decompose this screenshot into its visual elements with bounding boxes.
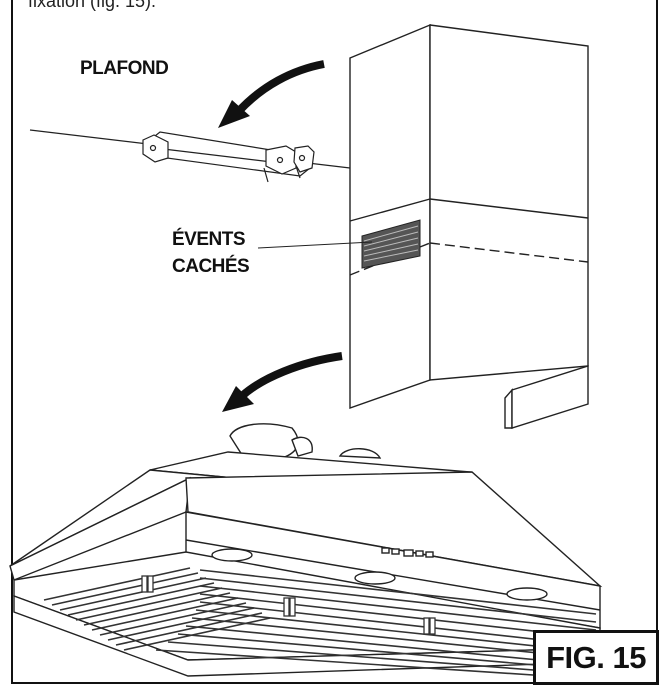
hidden-vents-label-line1: ÉVENTS: [172, 229, 246, 250]
baffle-filters: [43, 567, 597, 677]
frame-border: [11, 0, 658, 684]
hidden-vents-label-line2: CACHÉS: [172, 256, 250, 277]
arrow-to-ceiling: [218, 60, 325, 128]
ceiling-mounting-bracket: [29, 129, 351, 183]
filter-handles: [141, 575, 436, 635]
hidden-vents-label: ÉVENTS CACHÉS: [172, 226, 250, 280]
top-caption: fixation (fig. 15).: [28, 0, 157, 11]
figure-number-label: FIG. 15: [546, 640, 646, 675]
figure-number-box: FIG. 15: [533, 630, 659, 685]
arrow-to-hood: [222, 352, 343, 412]
vent-grille: [361, 219, 421, 269]
chimney-duct-cover: [349, 23, 589, 429]
control-buttons: [381, 547, 434, 558]
ceiling-label: PLAFOND: [80, 58, 169, 79]
vents-leader-line: [257, 241, 373, 249]
